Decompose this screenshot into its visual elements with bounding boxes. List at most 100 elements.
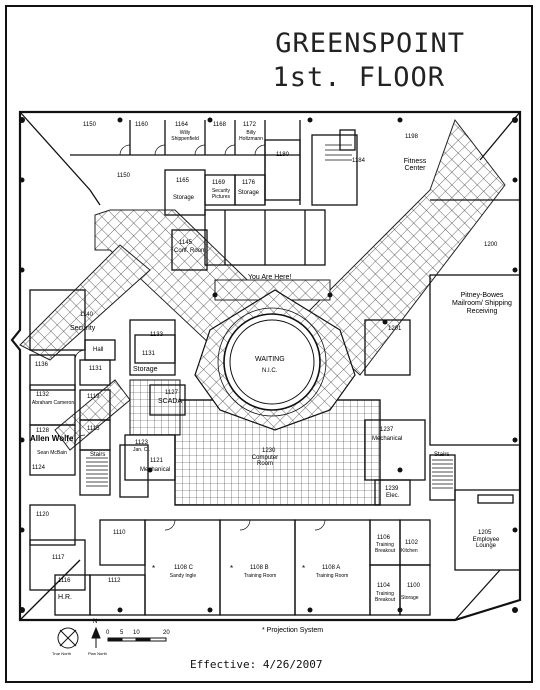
room-name: Training Room <box>243 573 277 579</box>
stairs-label: Stairs <box>434 452 450 458</box>
projection-system-note: * Projection System <box>262 627 324 634</box>
room-occupant: Sean McBain <box>37 450 67 456</box>
door-swings <box>74 144 326 531</box>
room-label: 1104 <box>377 583 390 589</box>
plan-north-label: Plan North <box>88 651 107 656</box>
room-label: 1112 <box>108 578 121 584</box>
structural-columns <box>19 117 518 613</box>
room-label: 1169 <box>212 180 225 186</box>
you-are-here-marker: You Are Here! <box>248 274 292 281</box>
room-label: 1133 <box>150 332 163 338</box>
hr-label: H.R. <box>58 594 72 601</box>
room-label: 1239 <box>385 486 399 492</box>
room-label: 1128 <box>36 428 49 434</box>
room-label: 1124 <box>32 465 45 471</box>
room-label: 1164 <box>175 122 188 128</box>
nic-label: N.I.C. <box>262 368 278 374</box>
room-label: 1121 <box>150 458 163 464</box>
room-occupant: Abraham Cameron <box>31 400 75 406</box>
scale-0: 0 <box>106 630 110 636</box>
room-label: 1140 <box>80 312 93 318</box>
room-name: Security Pictures <box>211 188 231 200</box>
room-label: 1205 <box>478 530 492 536</box>
room-label: 1108 B <box>250 565 269 571</box>
room-name: Jan. Cl. <box>133 447 150 453</box>
room-occupant: Billy Holtzmann <box>239 130 263 142</box>
room-label: 1165 <box>176 178 189 184</box>
room-label: 1230 <box>262 448 276 454</box>
room-label: 1168 <box>213 122 226 128</box>
room-name: Training Breakout <box>374 591 395 603</box>
waiting-area <box>194 289 356 431</box>
room-label: 1160 <box>135 122 148 128</box>
room-name: Kitchen <box>401 548 418 554</box>
scada-label: SCADA <box>158 398 183 405</box>
room-label: 1116 <box>58 578 71 584</box>
effective-date: Effective: 4/26/2007 <box>190 658 323 671</box>
room-label: 1145 <box>179 240 192 246</box>
room-name: Elec. <box>386 493 400 499</box>
hall-label: Hall <box>93 347 104 353</box>
room-label: 1201 <box>388 326 402 332</box>
projection-star: * <box>152 564 156 573</box>
room-label: 1108 A <box>322 565 341 571</box>
floor-title: 1st. FLOOR <box>272 62 445 93</box>
room-label: 1115 <box>87 426 100 432</box>
room-name: Storage <box>401 595 419 601</box>
stair-hatching <box>86 144 453 489</box>
true-north-label: True North <box>52 651 71 656</box>
mailroom-label: Pitney-Bowes Mailroom/ Shipping Receivin… <box>452 292 512 315</box>
room-name: Mechanical <box>140 467 171 473</box>
room-label: 1200 <box>484 242 498 248</box>
room-name: Storage <box>238 190 260 196</box>
room-name: Training Breakout <box>374 542 395 554</box>
room-label: 1184 <box>352 158 365 164</box>
stairs-label: Stairs <box>90 452 106 458</box>
room-label: 1120 <box>36 512 49 518</box>
security-label: Security <box>70 325 96 332</box>
computer-room-label: Computer Room <box>251 455 279 467</box>
room-label: 1180 <box>276 152 289 158</box>
room-label: 1237 <box>380 427 394 433</box>
building-title: GREENSPOINT <box>275 28 465 59</box>
room-label: 1131 <box>89 366 102 372</box>
room-label: 1176 <box>242 180 255 186</box>
room-label: 1150 <box>117 173 130 179</box>
page-border <box>5 5 533 683</box>
north-arrow-and-scale <box>57 626 167 649</box>
room-label: 1172 <box>243 122 256 128</box>
room-name: Mechanical <box>372 436 403 442</box>
room-occupant: Willy Shippenfield <box>171 130 199 142</box>
room-name: Conf. Room <box>174 248 207 254</box>
scale-20: 20 <box>163 630 170 636</box>
room-occupant: Allen Wolfe <box>30 434 74 443</box>
room-label: 1110 <box>113 530 126 536</box>
room-label: 1119 <box>87 394 100 400</box>
room-label: 1117 <box>52 555 65 561</box>
projection-star: * <box>302 564 306 573</box>
scale-10: 10 <box>133 630 140 636</box>
room-label: 1150 <box>83 122 96 128</box>
room-label: 1136 <box>35 362 48 368</box>
room-name: Storage <box>173 195 195 201</box>
room-label: 1100 <box>407 583 420 589</box>
north-letter: N <box>93 619 98 625</box>
scale-5: 5 <box>120 630 124 636</box>
room-label: 1131 <box>142 351 155 357</box>
room-name: Training Room <box>315 573 349 579</box>
waiting-label: WAITING <box>255 356 285 363</box>
room-label: 1132 <box>36 392 49 398</box>
room-label: 1127 <box>165 390 178 396</box>
fitness-center-label: Fitness Center <box>403 158 427 172</box>
room-label: 1108 C <box>174 565 193 571</box>
room-label: 1198 <box>405 134 418 140</box>
room-name: Employee Lounge <box>472 537 500 549</box>
room-label: 1123 <box>135 440 148 446</box>
storage-label: Storage <box>133 366 158 373</box>
room-label: 1106 <box>377 535 390 541</box>
projection-star: * <box>230 564 234 573</box>
room-label: 1102 <box>405 540 418 546</box>
room-occupant: Sandy Ingle <box>169 573 197 579</box>
